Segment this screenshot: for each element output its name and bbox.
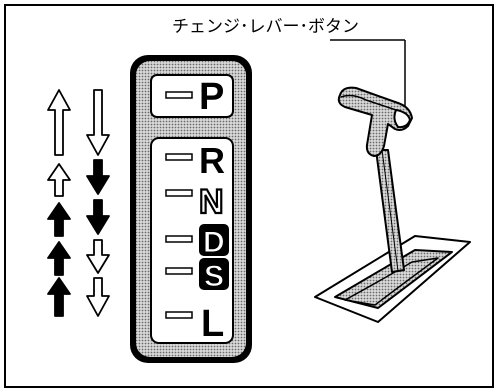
selector-mark-n [165,189,193,197]
callout-label: チェンジ･レバー･ボタン [172,17,359,37]
down-arrow-solid [86,199,110,235]
gear-s-badge [199,258,229,290]
lever-gate-slot [334,249,453,309]
up-arrow-solid [47,202,71,237]
gear-l-label: L [201,303,224,345]
gear-lever-illustration [314,86,471,323]
gear-r-label: R [199,140,225,181]
gear-d-badge [199,224,229,256]
shift-indicator-panel: P R N D S L [130,55,252,363]
selector-mark-p [165,91,193,99]
selector-mark-l [165,311,193,319]
selector-mark-d [165,235,193,243]
lever-gate-groove [344,257,439,306]
shift-arrows-right [86,89,110,317]
short-up-arrow-outline [47,163,71,197]
gear-d-label: D [203,226,225,259]
change-lever-button [393,109,411,129]
selector-mark-s [165,267,193,275]
up-arrow-solid [47,241,71,276]
long-up-arrow-outline [47,89,71,156]
down-arrow-solid [86,159,110,195]
selector-mark-r [165,153,193,161]
down-arrow-outline [86,277,110,317]
gear-s-label: S [204,260,224,293]
long-down-arrow-outline [86,89,110,156]
lever-handle [337,86,413,157]
short-down-arrow-outline [86,239,110,274]
shift-arrows-left [47,89,71,317]
up-arrow-solid [47,277,71,317]
gear-n-label: N [199,183,224,221]
gear-p-label: P [199,76,224,118]
